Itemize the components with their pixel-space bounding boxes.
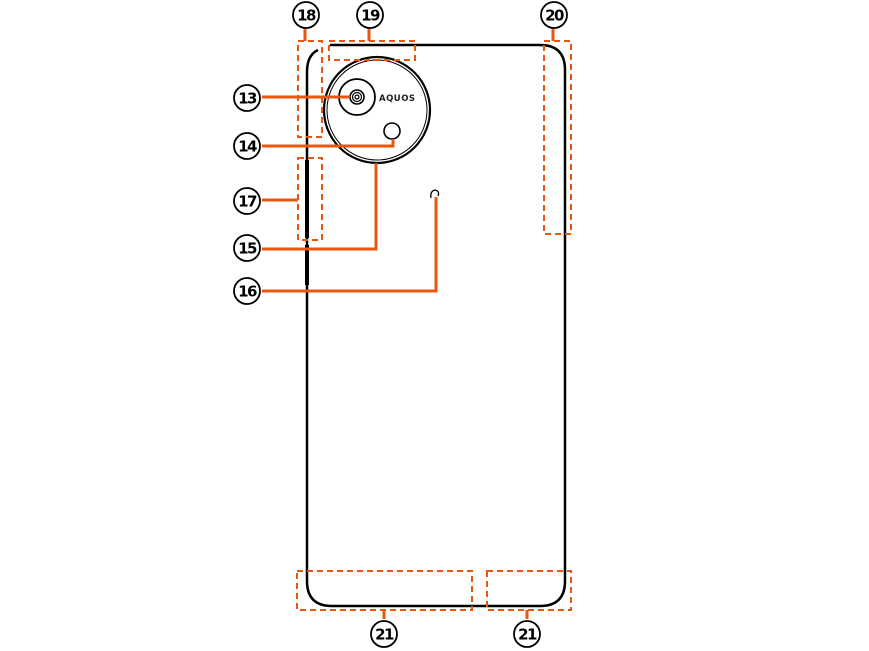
svg-text:15: 15 — [238, 240, 257, 258]
svg-text:19: 19 — [361, 7, 380, 25]
svg-text:21: 21 — [518, 626, 537, 644]
callout-20: 20 — [540, 1, 568, 29]
box-18 — [297, 40, 323, 138]
callout-14: 14 — [233, 132, 261, 160]
callout-15: 15 — [233, 234, 261, 262]
callout-16: 16 — [233, 277, 261, 305]
svg-text:16: 16 — [238, 283, 257, 301]
svg-text:13: 13 — [238, 90, 257, 108]
svg-text:17: 17 — [238, 193, 257, 211]
callout-13: 13 — [233, 84, 261, 112]
phone-body — [305, 43, 567, 608]
flash-icon — [383, 122, 401, 140]
callout-18: 18 — [292, 1, 320, 29]
brand-logo: AQUOS — [379, 94, 416, 104]
box-19 — [328, 40, 416, 61]
svg-text:14: 14 — [238, 138, 257, 156]
callout-21-right: 21 — [513, 620, 541, 648]
nfc-mark-icon — [430, 189, 440, 199]
leader-lines — [262, 29, 555, 619]
callout-21-left: 21 — [370, 620, 398, 648]
box-17 — [297, 157, 323, 241]
svg-text:20: 20 — [545, 7, 564, 25]
callout-17: 17 — [233, 187, 261, 215]
side-button — [305, 160, 309, 238]
callout-19: 19 — [356, 1, 384, 29]
side-button-2 — [305, 245, 309, 285]
box-20 — [543, 40, 572, 235]
svg-text:21: 21 — [375, 626, 394, 644]
box-21b — [486, 570, 572, 611]
highlight-boxes — [296, 40, 572, 611]
svg-text:18: 18 — [297, 7, 316, 25]
